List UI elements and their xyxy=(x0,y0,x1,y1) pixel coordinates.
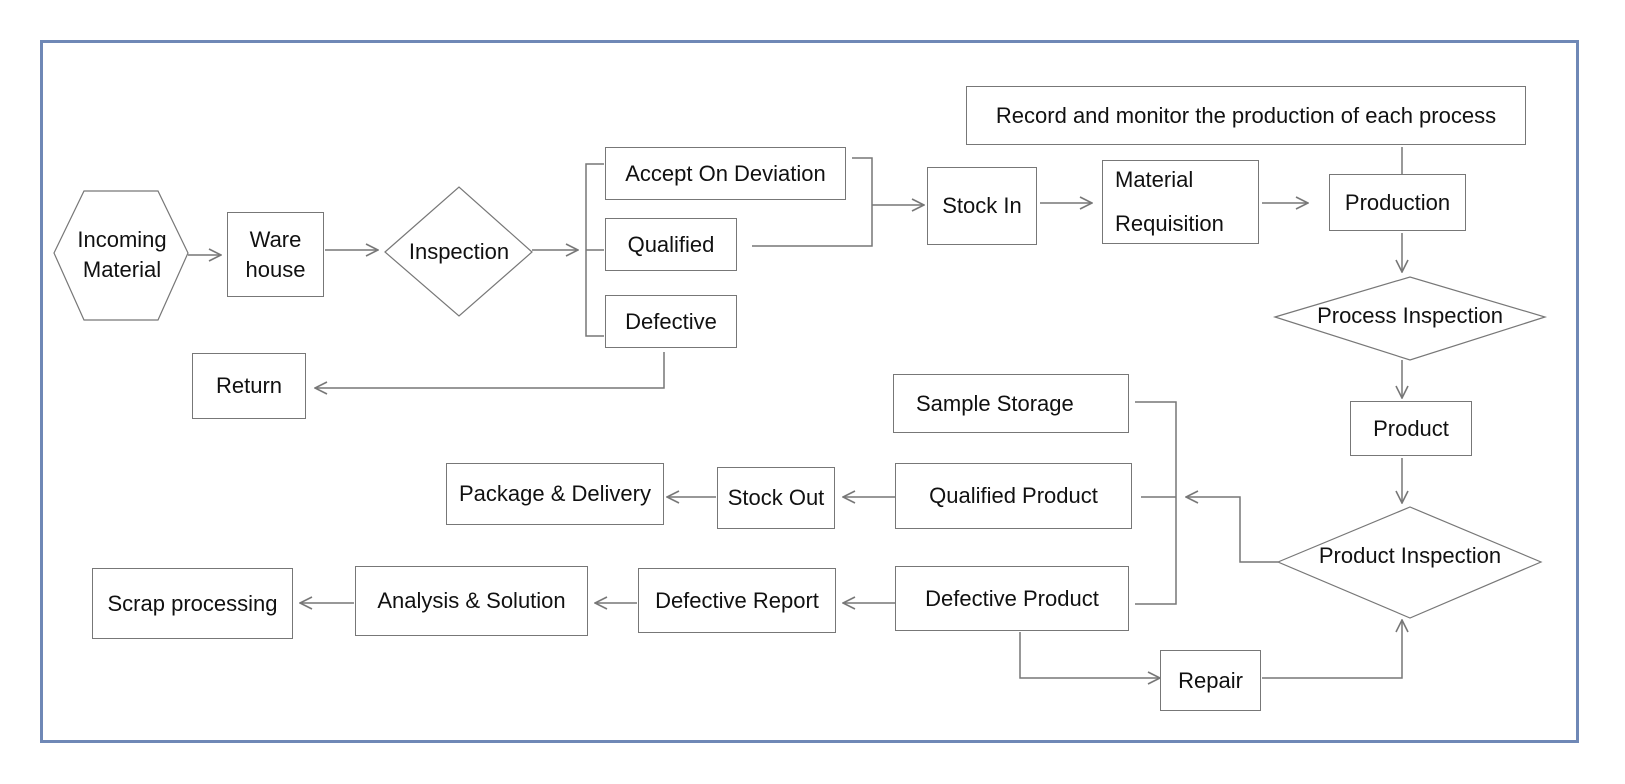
defective-product-label: Defective Product xyxy=(925,585,1099,611)
sample-storage-node: Sample Storage xyxy=(893,374,1129,433)
stock-out-label: Stock Out xyxy=(727,485,825,510)
analysis-solution-node: Analysis & Solution xyxy=(355,566,588,636)
repair-node: Repair xyxy=(1160,650,1261,711)
incoming-material-hexagon xyxy=(53,190,189,321)
stock-in-label: Stock In xyxy=(942,193,1022,218)
connector-product-inspection-outputs xyxy=(1186,497,1278,563)
sample-storage-label: Sample Storage xyxy=(916,390,1074,416)
qualified-label: Qualified xyxy=(627,231,715,257)
stock-out-node: Stock Out xyxy=(717,467,835,529)
defective-report-node: Defective Report xyxy=(638,568,836,633)
deviation-qualified-merge xyxy=(752,157,873,247)
warehouse-label: Ware house xyxy=(245,226,306,282)
scrap-processing-label: Scrap processing xyxy=(107,590,278,616)
stock-in-node: Stock In xyxy=(927,167,1037,245)
scrap-processing-node: Scrap processing xyxy=(92,568,293,639)
defective-label: Defective xyxy=(625,308,717,334)
qualified-product-label: Qualified Product xyxy=(929,483,1098,508)
warehouse-node: Ware house xyxy=(227,212,324,297)
return-node: Return xyxy=(192,353,306,419)
qualified-product-node: Qualified Product xyxy=(895,463,1132,529)
defective-node: Defective xyxy=(605,295,737,348)
defective-product-node: Defective Product xyxy=(895,566,1129,631)
package-delivery-label: Package & Delivery xyxy=(459,481,651,506)
production-label: Production xyxy=(1344,189,1451,215)
analysis-solution-label: Analysis & Solution xyxy=(377,588,566,613)
package-delivery-node: Package & Delivery xyxy=(446,463,664,525)
production-node: Production xyxy=(1329,174,1466,231)
inspection-diamond xyxy=(384,186,533,317)
repair-label: Repair xyxy=(1178,667,1243,693)
process-inspection-diamond xyxy=(1272,276,1548,361)
product-label: Product xyxy=(1373,415,1449,441)
inspection-label: Inspection xyxy=(408,239,510,264)
process-inspection-label: Process Inspection xyxy=(1317,303,1503,328)
inspection-branch-bracket xyxy=(585,163,604,337)
outputs-bracket xyxy=(1135,401,1177,605)
diagram-frame xyxy=(40,40,1579,743)
connector-repair-product-inspection xyxy=(1262,620,1402,679)
incoming-material-label: Incoming Material xyxy=(77,227,167,282)
product-inspection-label: Product Inspection xyxy=(1318,543,1502,568)
return-label: Return xyxy=(215,373,283,398)
record-monitor-node: Record and monitor the production of eac… xyxy=(966,86,1526,145)
product-node: Product xyxy=(1350,401,1472,456)
connector-defective-return xyxy=(315,352,665,388)
accept-on-deviation-label: Accept On Deviation xyxy=(625,160,826,186)
connector-defective-product-repair xyxy=(1019,632,1160,678)
defective-report-label: Defective Report xyxy=(655,587,819,613)
accept-on-deviation-node: Accept On Deviation xyxy=(605,147,846,200)
material-requisition-label: Material Requisition xyxy=(1115,167,1224,236)
material-requisition-node: Material Requisition xyxy=(1102,160,1259,244)
qualified-node: Qualified xyxy=(605,218,737,271)
product-inspection-diamond xyxy=(1276,506,1543,619)
record-monitor-label: Record and monitor the production of eac… xyxy=(995,102,1497,128)
